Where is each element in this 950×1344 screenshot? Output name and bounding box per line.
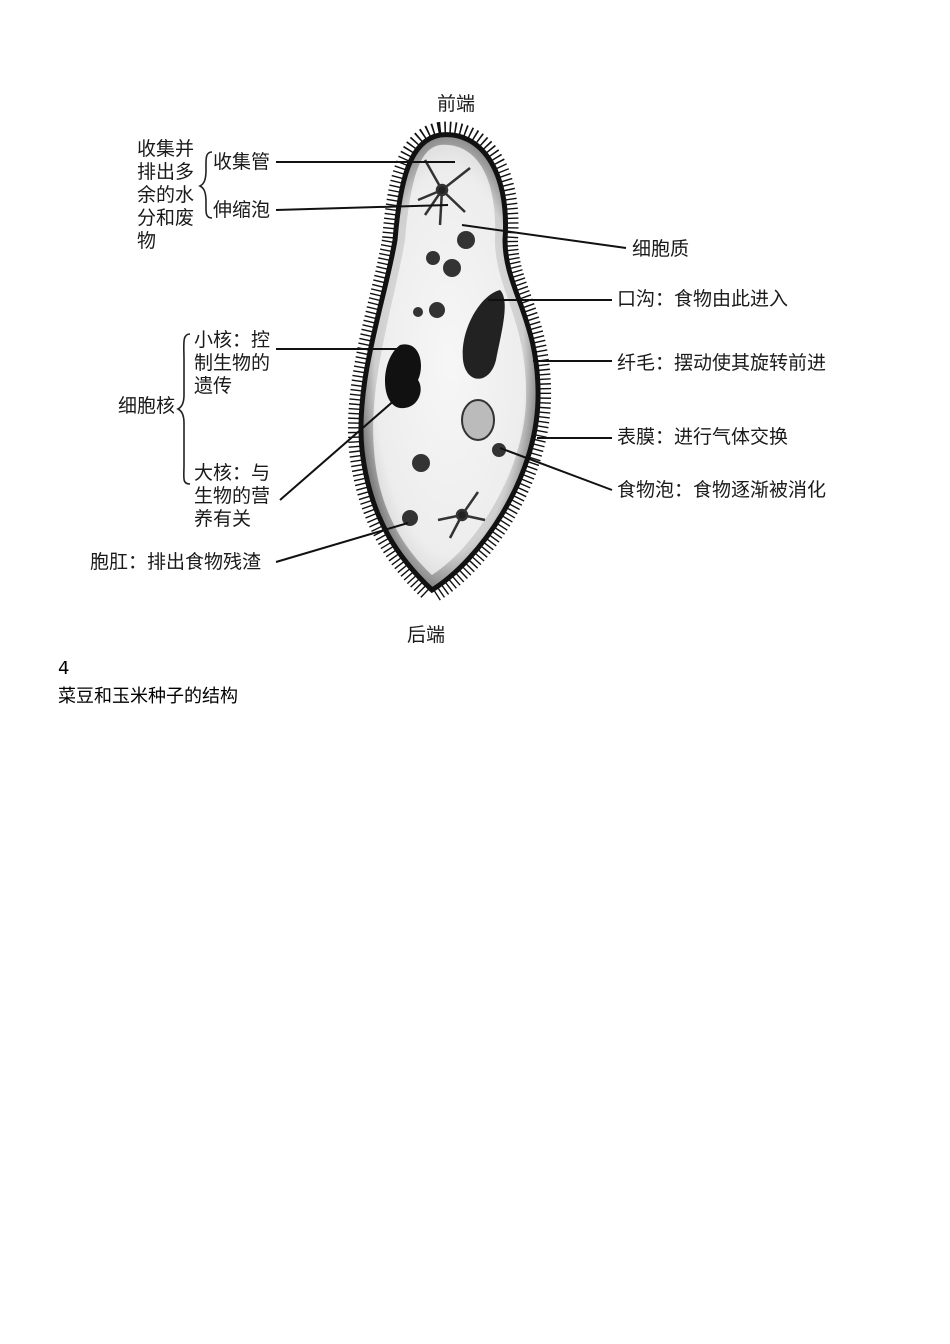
- macronucleus: [385, 344, 421, 409]
- food-vacuole-label: 食物泡：食物逐渐被消化: [617, 479, 827, 501]
- macronucleus-label: 大核：与生物的营养有关: [194, 462, 271, 530]
- cilia-label: 纤毛：摆动使其旋转前进: [617, 352, 827, 374]
- food-vacuoles: [402, 231, 506, 526]
- section-title: 菜豆和玉米种子的结构: [58, 686, 238, 707]
- anal-pore-label: 胞肛：排出食物残渣: [90, 551, 262, 573]
- contractile-vacuole-label: 伸缩泡: [213, 199, 271, 221]
- pellicle-label: 表膜：进行气体交换: [617, 426, 789, 448]
- contractile-vacuole-2: [437, 491, 486, 539]
- posterior-end-label: 后端: [407, 624, 446, 646]
- contractile-vacuole: [417, 159, 471, 226]
- oral-groove: [462, 290, 505, 379]
- anterior-end-label: 前端: [437, 93, 476, 115]
- micronucleus-label: 小核：控制生物的遗传: [194, 329, 271, 397]
- nucleus-label: 细胞核: [118, 395, 176, 417]
- collecting-canal-label: 收集管: [213, 151, 271, 173]
- paramecium-diagram: [176, 121, 627, 607]
- section-number: 4: [58, 658, 70, 679]
- contractile-function-label: 收集并排出多余的水分和废物: [137, 138, 195, 252]
- cytoplasm-label: 细胞质: [632, 238, 690, 260]
- oral-groove-label: 口沟：食物由此进入: [617, 288, 789, 310]
